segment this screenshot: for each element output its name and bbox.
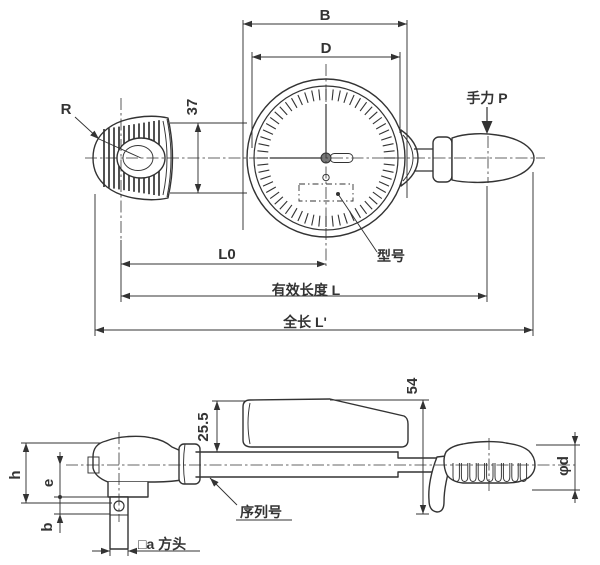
e-dim-dot xyxy=(58,495,62,499)
handle-top-outline xyxy=(451,133,535,184)
hand-force-arrow xyxy=(481,107,493,134)
handle-side-outline xyxy=(443,440,536,484)
radius-line xyxy=(98,138,142,159)
beam-top-edges xyxy=(170,122,247,194)
label-overall-length: 全长 L' xyxy=(282,314,327,330)
label-e: e xyxy=(40,479,57,487)
label-effective-length: 有效长度 L xyxy=(272,282,341,298)
label-54: 54 xyxy=(404,377,421,394)
main-beam xyxy=(195,451,399,478)
dial-scale-ticks xyxy=(257,89,395,227)
label-l0: L0 xyxy=(218,246,236,263)
dial-housing-side xyxy=(242,398,409,448)
label-b-dim: B xyxy=(320,7,331,24)
beam-ferrule xyxy=(178,443,201,485)
label-25-5: 25.5 xyxy=(195,412,212,441)
handle-neck-top xyxy=(414,148,433,172)
arrowheads xyxy=(22,20,579,555)
housing-left-band xyxy=(247,402,251,445)
label-h: h xyxy=(7,470,24,479)
label-serial-number: 序列号 xyxy=(240,504,282,520)
label-37: 37 xyxy=(184,99,201,116)
grip-collar-top xyxy=(432,136,453,183)
ferrule-inner-band xyxy=(183,443,186,485)
labels: B D 37 R 手力 P 型号 L0 有效长度 L 全长 L' 25.5 54… xyxy=(7,7,572,552)
model-leader-dot xyxy=(336,192,340,196)
label-d-dim: D xyxy=(321,40,332,57)
label-square-head: □a 方头 xyxy=(138,536,186,552)
handle-grip-ribs xyxy=(452,463,528,482)
ratchet-head-side xyxy=(87,435,201,550)
dimension-lines xyxy=(25,23,576,533)
drive-boss xyxy=(107,481,149,498)
label-model: 型号 xyxy=(377,248,405,264)
side-view xyxy=(87,398,536,550)
square-drive xyxy=(109,496,129,550)
label-hand-force: 手力 P xyxy=(466,90,507,106)
label-r: R xyxy=(61,101,72,118)
hand-force-arrowhead xyxy=(481,121,493,134)
head-side-outline xyxy=(92,435,182,483)
centerlines xyxy=(66,64,576,522)
label-phi-d: φd xyxy=(555,456,572,476)
label-b-offset: b xyxy=(39,522,56,531)
